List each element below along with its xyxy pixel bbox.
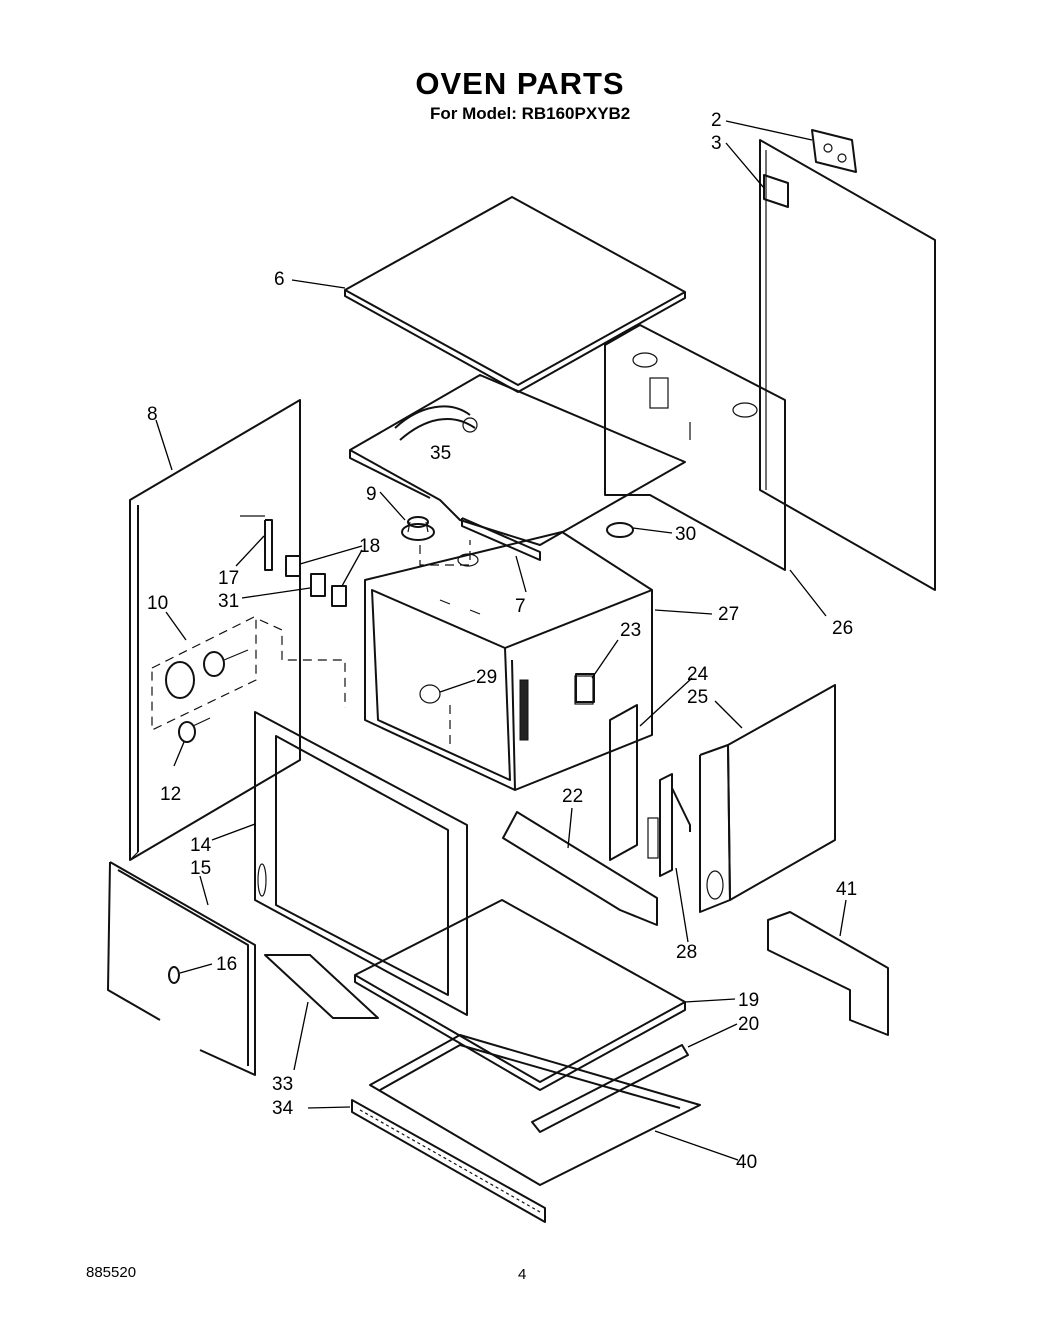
part-27-oven-cavity <box>364 531 653 791</box>
part-24-bracket <box>609 704 638 861</box>
part-23-plate <box>575 673 595 703</box>
callout-19: 19 <box>738 990 759 1011</box>
part-40-drawer-pan <box>369 1034 701 1186</box>
part-17-bracket <box>264 519 273 571</box>
part-2-bracket <box>811 129 857 173</box>
part-25-side-panel <box>699 684 836 913</box>
callout-6: 6 <box>274 269 285 290</box>
leader-lines <box>155 120 847 1161</box>
model-subtitle: For Model: RB160PXYB2 <box>430 104 631 123</box>
callout-29: 29 <box>476 667 497 688</box>
page-number: 4 <box>518 1266 527 1283</box>
callout-20: 20 <box>738 1014 759 1035</box>
callout-7: 7 <box>515 596 526 617</box>
part-14-front-frame <box>254 711 468 1016</box>
callout-31: 31 <box>218 591 239 612</box>
callout-28: 28 <box>676 942 697 963</box>
page-title: OVEN PARTS <box>415 66 625 101</box>
callout-34: 34 <box>272 1098 294 1119</box>
callout-23: 23 <box>620 620 641 641</box>
callout-labels: 2 3 6 8 35 9 30 18 17 31 7 27 10 26 23 2… <box>147 110 857 1173</box>
callout-9: 9 <box>366 484 377 505</box>
callout-22: 22 <box>562 786 583 807</box>
callout-15: 15 <box>190 858 211 879</box>
callout-18: 18 <box>359 536 380 557</box>
callout-27: 27 <box>718 604 739 625</box>
part-9-fitting <box>401 516 435 541</box>
callout-17: 17 <box>218 568 239 589</box>
part-10-light-assembly <box>151 615 257 731</box>
part-30-grommet <box>606 522 634 538</box>
callout-8: 8 <box>147 404 158 425</box>
part-33-vent <box>264 954 379 1019</box>
part-18-switch-a <box>285 555 301 577</box>
oven-top-inner-panel <box>349 374 686 546</box>
part-12-bulb <box>178 717 211 743</box>
part-18-switch-b <box>331 585 347 607</box>
part-16-clip <box>168 966 180 984</box>
callout-33: 33 <box>272 1074 293 1095</box>
part-41-bracket <box>767 911 889 1036</box>
part-31-switch <box>310 573 326 597</box>
callout-3: 3 <box>711 133 722 154</box>
assembly-line-left <box>259 619 346 708</box>
callout-12: 12 <box>160 784 181 805</box>
callout-40: 40 <box>736 1152 757 1173</box>
callout-16: 16 <box>216 954 237 975</box>
callout-25: 25 <box>687 687 708 708</box>
part-28-hinge <box>647 773 691 877</box>
document-number: 885520 <box>86 1264 137 1281</box>
part-8-left-side-panel <box>129 399 301 861</box>
callout-14: 14 <box>190 835 212 856</box>
callout-41: 41 <box>836 879 857 900</box>
part-26-back-panel <box>759 139 936 591</box>
part-34-vent-strip <box>351 1099 546 1223</box>
callout-2: 2 <box>711 110 722 131</box>
part-15-gasket <box>107 861 256 1076</box>
callout-10: 10 <box>147 593 168 614</box>
callout-30: 30 <box>675 524 696 545</box>
callout-26: 26 <box>832 618 853 639</box>
part-7-rail <box>461 517 541 561</box>
part-22-bracket <box>502 811 658 926</box>
part-3-plate <box>763 174 789 208</box>
right-side-panel <box>604 324 786 571</box>
callout-24: 24 <box>687 664 709 685</box>
assembly-line-upper <box>419 540 471 566</box>
part-20-rail <box>531 1044 689 1133</box>
callout-35: 35 <box>430 443 451 464</box>
